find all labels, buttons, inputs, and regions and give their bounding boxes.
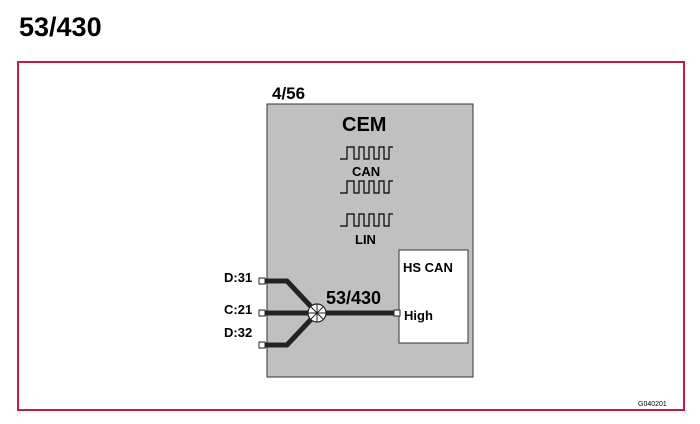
pin-label-c21: C:21 bbox=[224, 302, 252, 317]
can-signal-label: CAN bbox=[352, 164, 380, 179]
pin-label-d31: D:31 bbox=[224, 270, 252, 285]
module-ref-label: 4/56 bbox=[272, 84, 305, 103]
hs-can-title: HS CAN bbox=[403, 260, 453, 275]
figure-id: G040201 bbox=[638, 401, 667, 408]
cem-module-name: CEM bbox=[342, 114, 386, 136]
diagram-frame bbox=[17, 61, 685, 411]
lin-signal-label: LIN bbox=[355, 232, 376, 247]
connector-ref-label: 53/430 bbox=[326, 288, 381, 308]
hs-can-pin-label: High bbox=[404, 308, 433, 323]
pin-label-d32: D:32 bbox=[224, 325, 252, 340]
page-title: 53/430 bbox=[19, 12, 102, 42]
can-waveform-icon bbox=[340, 146, 393, 194]
pin-terminals bbox=[258, 277, 401, 349]
hs-can-box bbox=[398, 249, 469, 344]
lin-waveform-icon bbox=[340, 213, 393, 227]
splice-icon bbox=[307, 303, 327, 323]
